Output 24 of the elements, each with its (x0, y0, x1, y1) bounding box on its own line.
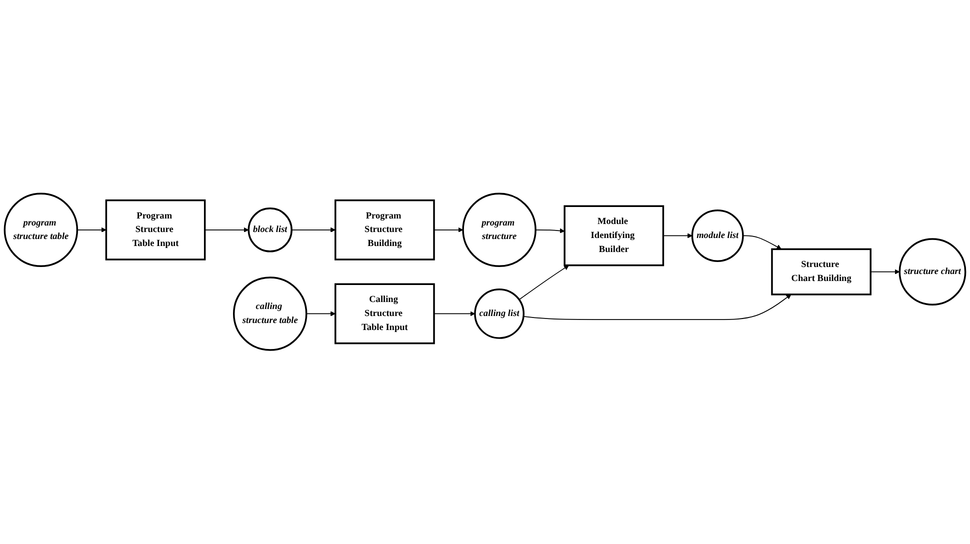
node-circle: module list (691, 210, 744, 262)
arrow (870, 269, 900, 275)
node-circle: program structure table (4, 192, 78, 268)
arrow (434, 311, 476, 316)
node-circle: program structure (462, 192, 536, 268)
arrow (535, 228, 565, 234)
arrow (434, 228, 464, 233)
node-circle: structure chart (898, 238, 966, 306)
node-circle: calling list (474, 288, 525, 340)
node-box: Structure Chart Building (771, 248, 872, 296)
arrow (518, 265, 570, 300)
arrow (662, 233, 692, 238)
arrow (306, 311, 336, 316)
arrow (291, 228, 336, 233)
arrow (523, 294, 792, 320)
node-circle: block list (248, 208, 292, 252)
arrow (76, 228, 106, 233)
node-circle: calling structure table (232, 276, 308, 352)
node-box: Program Structure Building (334, 200, 435, 261)
node-box: Program Structure Table Input (105, 200, 206, 261)
arrow (742, 235, 782, 250)
node-box: Calling Structure Table Input (334, 283, 435, 344)
node-box: Module Identifying Builder (564, 205, 664, 266)
arrow (204, 228, 249, 233)
